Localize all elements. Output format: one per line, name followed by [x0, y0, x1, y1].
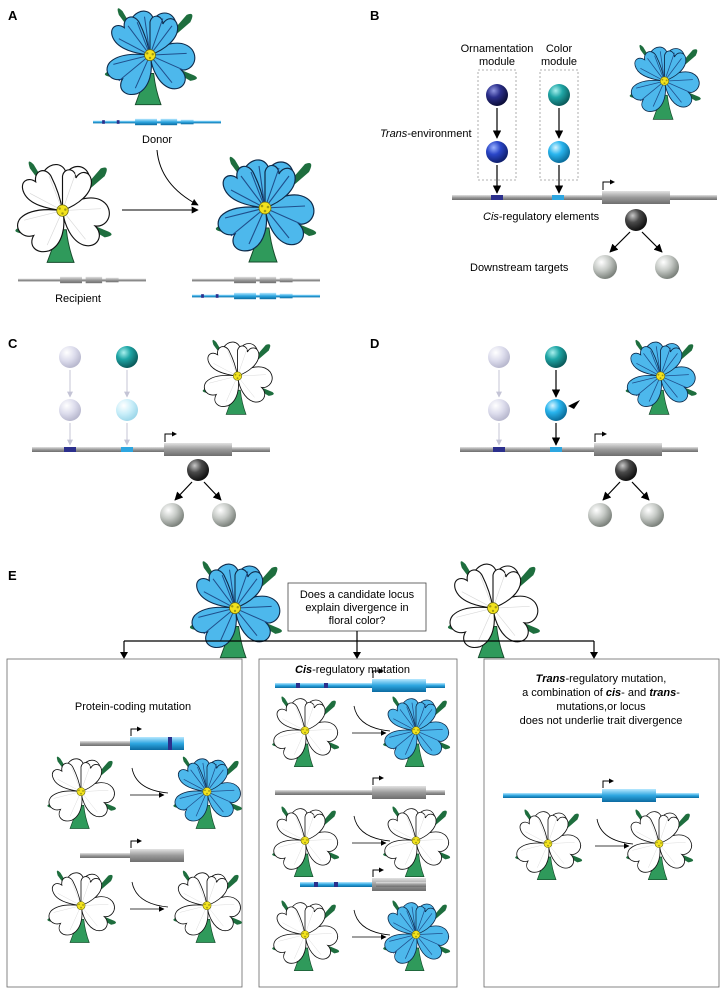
- trans-locus: [503, 778, 699, 802]
- panel-e-letter: E: [8, 568, 17, 583]
- panel-b-locus: [452, 179, 717, 204]
- ornamentation-regulator-node: [486, 141, 508, 163]
- cis-regulatory-title: Cis-regulatory mutation: [295, 664, 410, 676]
- panel-b-target-node-1: [593, 255, 617, 279]
- cis-locus-3: [300, 867, 426, 891]
- downstream-targets-label: Downstream targets: [470, 262, 569, 274]
- panel-b-target-node-2: [655, 255, 679, 279]
- panel-c-target-node-2: [212, 503, 236, 527]
- panel-e: E Does a candidate locus explain diverge…: [6, 560, 720, 988]
- panel-d-target-node-2: [640, 503, 664, 527]
- recipient-flower-icon: [14, 160, 113, 263]
- box3-line-3: mutations,or locus: [556, 701, 646, 713]
- box3-result-flower-icon: [625, 809, 694, 881]
- panel-d-flower-icon: [625, 339, 698, 415]
- color-module-box: [539, 69, 579, 181]
- box3-line-4: does not underlie trait divergence: [520, 715, 683, 727]
- panel-c-locus: [32, 431, 270, 456]
- box2-recipient-flower-3-icon: [271, 900, 340, 972]
- protein-coding-box: [6, 658, 243, 988]
- panel-b-flower-icon: [629, 44, 702, 120]
- trans-regulatory-box: [483, 658, 720, 988]
- panel-c: C: [8, 336, 275, 527]
- panel-d-color-regulator-node: [545, 399, 567, 421]
- cis-regulatory-label: Cis-regulatory elements: [483, 211, 600, 223]
- panel-e-blue-flower-icon: [189, 560, 283, 659]
- panel-c-letter: C: [8, 336, 18, 351]
- panel-d-target-node-1: [588, 503, 612, 527]
- box3-line-1: Trans-regulatory mutation,: [536, 673, 667, 685]
- panel-c-gene-product-node: [187, 459, 209, 481]
- protein-coding-title: Protein-coding mutation: [75, 701, 191, 713]
- panel-d-color-upstream-node: [545, 346, 567, 368]
- panel-c-target-node-1: [160, 503, 184, 527]
- box2-recipient-flower-1-icon: [271, 696, 340, 768]
- question-line-3: floral color?: [329, 615, 386, 627]
- box2-result-flower-3-icon: [382, 900, 451, 972]
- panel-b-letter: B: [370, 8, 379, 23]
- panel-d: D: [370, 336, 698, 527]
- question-line-2: explain divergence in: [305, 602, 408, 614]
- color-regulator-node: [548, 141, 570, 163]
- donor-flower-icon: [104, 7, 198, 106]
- ornamentation-module-box: [477, 69, 517, 181]
- ornamentation-upstream-node: [486, 84, 508, 106]
- trans-environment-label: Trans-environment: [380, 128, 472, 140]
- panel-c-color-regulator-node: [116, 399, 138, 421]
- box3-line-2: a combination of cis- and trans-: [522, 687, 680, 699]
- box2-result-flower-2-icon: [382, 806, 451, 878]
- panel-a: A Donor Recipient: [8, 7, 320, 305]
- panel-d-ornamentation-upstream-node: [488, 346, 510, 368]
- panel-b-gene-product-node: [625, 209, 647, 231]
- panel-d-ornamentation-regulator-node: [488, 399, 510, 421]
- protein-coding-locus-1: [80, 726, 184, 750]
- panel-c-ornamentation-regulator-node: [59, 399, 81, 421]
- color-label-line1: Color: [546, 43, 573, 55]
- question-line-1: Does a candidate locus: [300, 589, 415, 601]
- panel-e-white-flower-icon: [447, 560, 541, 659]
- box1-result-flower-2-icon: [172, 870, 243, 943]
- panel-c-color-upstream-node: [116, 346, 138, 368]
- ornamentation-label-line2: module: [479, 56, 515, 68]
- box3-recipient-flower-icon: [514, 809, 583, 881]
- color-upstream-node: [548, 84, 570, 106]
- box2-result-flower-1-icon: [382, 696, 451, 768]
- panel-a-letter: A: [8, 8, 18, 23]
- cis-locus-2: [275, 775, 445, 799]
- panel-c-flower-icon: [202, 339, 275, 415]
- transgenic-gray-locus-bar: [192, 276, 320, 284]
- panel-d-letter: D: [370, 336, 379, 351]
- recipient-label: Recipient: [55, 293, 101, 305]
- panel-d-gene-product-node: [615, 459, 637, 481]
- protein-coding-locus-2: [80, 838, 184, 862]
- transgenic-blue-locus-bar: [192, 292, 320, 300]
- donor-label: Donor: [142, 134, 172, 146]
- panel-d-locus: [460, 431, 698, 456]
- ornamentation-label-line1: Ornamentation: [461, 43, 534, 55]
- panel-c-ornamentation-upstream-node: [59, 346, 81, 368]
- decision-tree-connector: [123, 631, 595, 656]
- question-box: [287, 582, 427, 632]
- box1-recipient-flower-2-icon: [46, 870, 117, 943]
- cis-locus-1: [275, 668, 445, 692]
- donor-transfer-arrow: [156, 149, 199, 206]
- box1-recipient-flower-1-icon: [46, 756, 117, 829]
- mutation-pointer-icon: [568, 400, 580, 409]
- box1-result-flower-1-icon: [172, 756, 243, 829]
- panel-b: B Ornamentation module Color module Tran…: [370, 8, 717, 279]
- transgenic-flower-icon: [215, 156, 317, 263]
- recipient-locus-bar: [18, 276, 146, 284]
- cis-regulatory-box: [258, 658, 458, 988]
- box2-recipient-flower-2-icon: [271, 806, 340, 878]
- donor-locus-bar: [93, 118, 221, 126]
- color-label-line2: module: [541, 56, 577, 68]
